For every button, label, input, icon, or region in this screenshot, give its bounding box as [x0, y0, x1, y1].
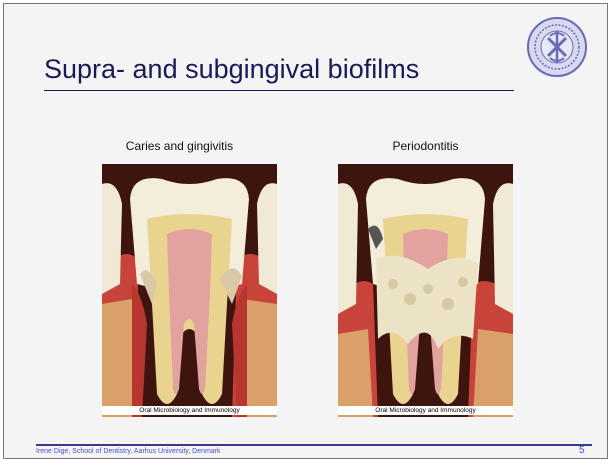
footer-author: Irene Dige, School of Dentistry, Aarhus … — [36, 448, 221, 455]
tooth-caries-graphic — [102, 164, 277, 417]
tooth-periodontitis-graphic — [338, 164, 513, 417]
slide-title: Supra- and subgingival biofilms — [44, 54, 419, 85]
tooth-illustration-periodontitis: Oral Microbiology and Immunology — [338, 164, 513, 417]
page-number: 5 — [579, 445, 585, 456]
image-credit: Oral Microbiology and Immunology — [102, 406, 277, 415]
image-credit: Oral Microbiology and Immunology — [338, 406, 513, 415]
caption-periodontitis: Periodontitis — [338, 139, 513, 153]
footer-divider — [36, 444, 592, 446]
title-divider — [44, 90, 514, 91]
caption-caries-gingivitis: Caries and gingivitis — [92, 139, 267, 153]
university-seal-icon — [526, 16, 588, 78]
slide: Supra- and subgingival biofilms Caries a… — [3, 3, 608, 459]
tooth-illustration-caries: Oral Microbiology and Immunology — [102, 164, 277, 417]
